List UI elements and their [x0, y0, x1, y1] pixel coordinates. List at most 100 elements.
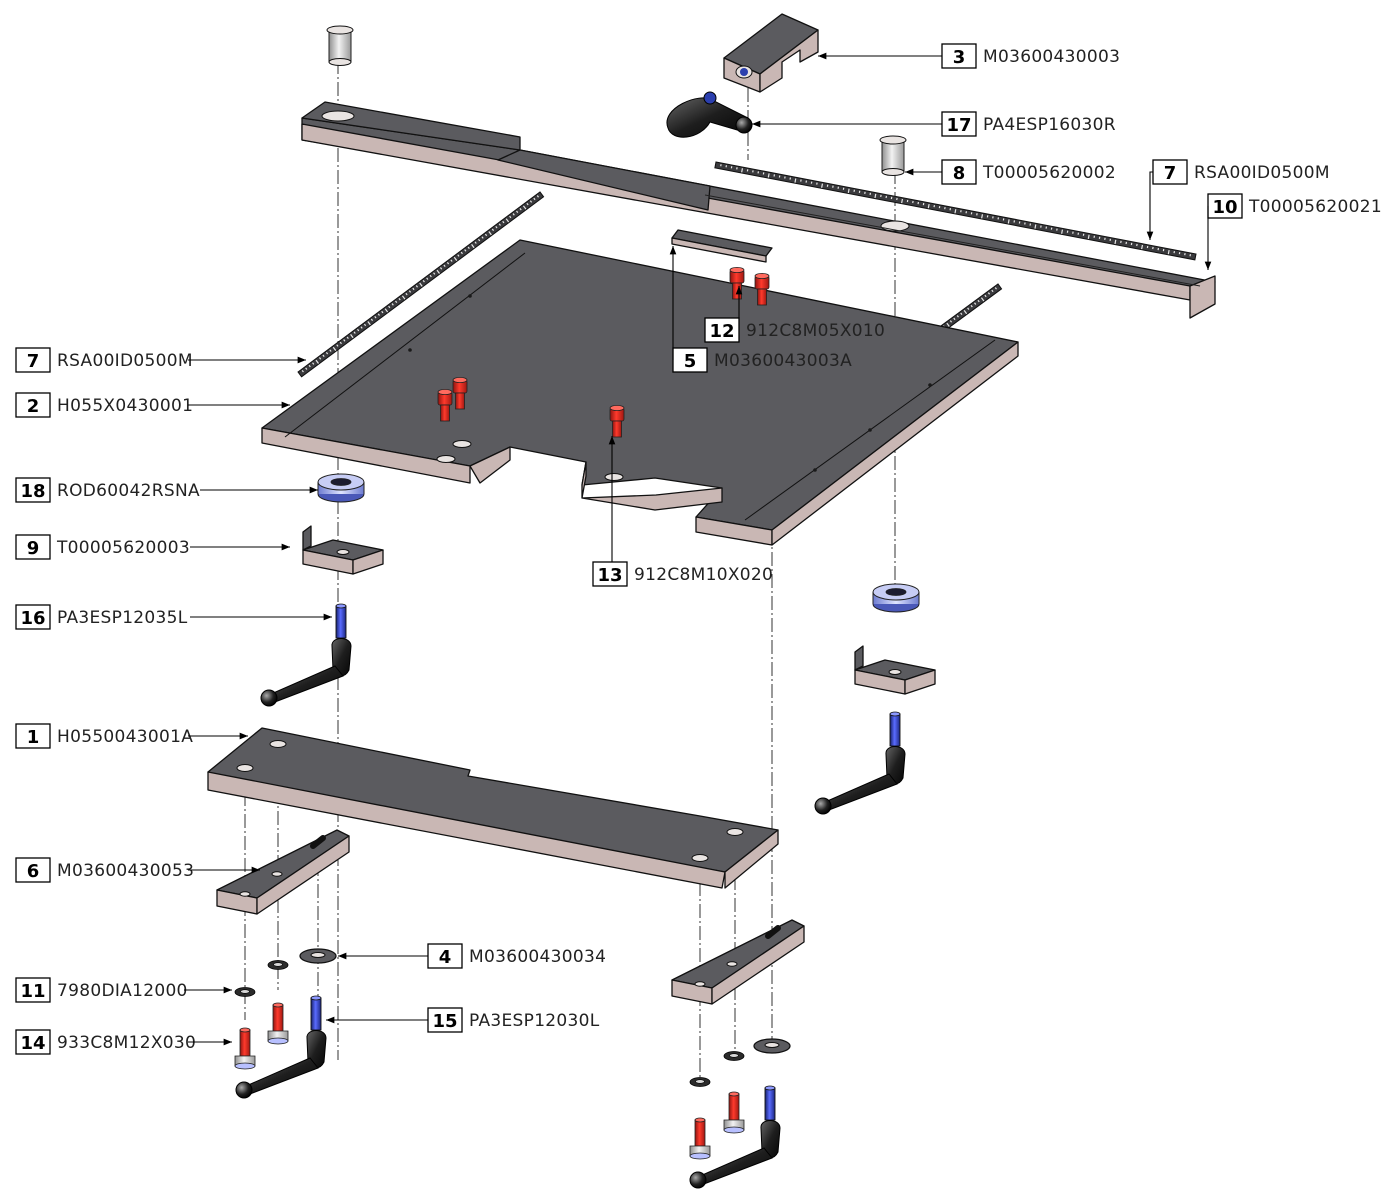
lower-bracket-left-hole	[271, 871, 283, 877]
callout-box	[941, 159, 977, 185]
screw-bar	[671, 229, 773, 306]
scale-tick	[519, 208, 522, 211]
scale-tick	[322, 354, 325, 358]
scale-tick	[353, 331, 356, 334]
bracket-right-side	[904, 669, 936, 695]
scale-tick	[332, 346, 337, 351]
callout-code: 7980DIA12000	[57, 981, 188, 1001]
scale-tick	[325, 352, 329, 355]
callout-number: 1	[27, 727, 40, 748]
clamp-lever-left	[260, 603, 352, 707]
callout-number: 13	[597, 565, 622, 586]
scale-tick	[533, 197, 536, 201]
callout-number: 17	[946, 115, 971, 136]
long-rail-step	[497, 149, 711, 211]
scale-tick	[415, 285, 418, 288]
scale-tick	[370, 318, 374, 322]
scale-tick	[443, 264, 446, 268]
base-plate-hole	[726, 828, 744, 836]
callout-code: H0550043001A	[57, 727, 193, 747]
main-plate-dot	[928, 383, 932, 387]
scale-tick	[741, 168, 744, 173]
scale-tick	[374, 316, 377, 319]
scale-tick	[505, 218, 510, 223]
washer-small	[689, 1077, 711, 1087]
callout-arrowhead	[1146, 231, 1154, 240]
callout-arrowhead	[223, 1038, 232, 1046]
scale-tick	[509, 215, 512, 219]
callout-box	[15, 477, 51, 503]
main-plate-dot	[408, 348, 412, 352]
bushing-top-left	[326, 25, 354, 66]
callout-number: 3	[953, 47, 966, 68]
scale-tick	[391, 303, 394, 306]
callout-box	[1207, 193, 1243, 219]
callout-17: 17 PA4ESP16030R	[752, 111, 1116, 137]
callout-box	[941, 43, 977, 69]
scale-tick	[395, 300, 398, 304]
scale-tick	[526, 202, 529, 206]
callout-arrowhead	[669, 246, 677, 255]
scale-tick	[488, 231, 492, 236]
lower-bracket-left-slot	[310, 835, 326, 849]
washer-large-right	[753, 1038, 791, 1054]
scale-tick	[987, 292, 991, 295]
callout-arrowhead	[608, 436, 616, 445]
callout-number: 6	[27, 861, 40, 882]
callout-number: 7	[27, 351, 40, 372]
bracket-right	[854, 645, 936, 695]
callout-arrowhead	[323, 613, 332, 621]
washer-large-right-hole	[764, 1042, 780, 1048]
scale-tick	[433, 272, 436, 275]
main-plate-top	[261, 239, 1019, 531]
main-plate-groove-left	[284, 252, 526, 438]
scale-tick	[408, 290, 412, 293]
callout-box	[15, 1029, 51, 1055]
scale-tick	[967, 307, 970, 310]
callout-arrowhead	[905, 168, 914, 176]
long-rail-end-top	[301, 101, 521, 151]
scale-tick	[363, 323, 367, 327]
scale-tick	[439, 267, 443, 270]
scale-tick	[536, 195, 539, 198]
scale-tick	[457, 254, 460, 257]
scale-tick	[502, 220, 505, 224]
main-plate-notch-side	[469, 446, 511, 484]
bushing-right-top	[879, 135, 907, 145]
scale-tick	[346, 336, 349, 340]
scale-tick	[315, 359, 319, 364]
callout-number: 18	[20, 481, 45, 502]
callout-code: T00005620021	[1248, 197, 1382, 217]
scale-tick	[339, 341, 342, 345]
main-plate-side-mid	[581, 461, 723, 511]
callout-arrowhead	[309, 486, 318, 494]
scale-tick	[384, 308, 389, 313]
callout-code: PA4ESP16030R	[983, 115, 1116, 135]
scale-tick	[336, 344, 339, 347]
scale-tick	[1007, 219, 1010, 224]
scale-tick	[516, 210, 519, 214]
scale-tick	[467, 246, 470, 250]
scale-tick	[357, 328, 360, 332]
scale-tick	[446, 262, 450, 265]
washer-large-left-hole	[310, 952, 326, 958]
scale-tick	[821, 183, 824, 188]
long-rail-hole	[321, 110, 355, 122]
scale-tick	[329, 349, 332, 352]
bracket-left-lip	[302, 525, 312, 551]
lower-bracket-right-slot	[765, 925, 781, 939]
scale-tick	[405, 292, 408, 296]
scale-tick	[495, 226, 498, 229]
base-plate-hole	[691, 854, 709, 862]
scale-tick	[478, 238, 481, 242]
callout-code: M03600430003	[983, 47, 1120, 67]
scale-tick	[453, 256, 458, 261]
block-bore-blue	[740, 68, 748, 76]
scale-tick	[301, 370, 304, 373]
scale-tick	[498, 223, 501, 226]
